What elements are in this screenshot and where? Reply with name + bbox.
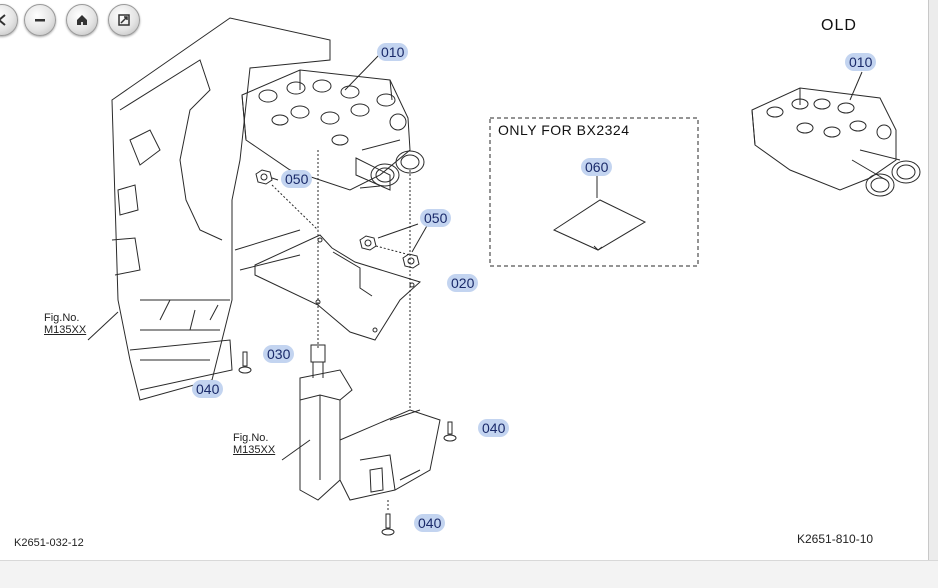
callout-040-c[interactable]: 040: [414, 514, 446, 532]
drawing-code-left: K2651-032-12: [14, 537, 84, 549]
only-for-label: ONLY FOR BX2324: [498, 122, 630, 138]
old-label: OLD: [821, 17, 857, 34]
fig-ref-1-line1: Fig.No.: [44, 312, 80, 324]
window-bottom-bar: [0, 560, 938, 588]
callout-010-main[interactable]: 010: [377, 43, 409, 61]
home-button[interactable]: [66, 4, 98, 36]
arrow-left-icon: [0, 14, 6, 26]
fit-screen-icon: [118, 14, 130, 26]
minus-icon: [35, 19, 45, 22]
callout-050-a[interactable]: 050: [281, 170, 313, 188]
callout-060[interactable]: 060: [581, 158, 613, 176]
fig-ref-1-line2: M135XX: [44, 324, 87, 336]
zoom-out-button[interactable]: [24, 4, 56, 36]
drawing-code-right: K2651-810-10: [797, 532, 874, 546]
callout-010-old[interactable]: 010: [845, 53, 877, 71]
callout-050-b[interactable]: 050: [420, 209, 452, 227]
fig-ref-2-line1: Fig.No.: [233, 432, 269, 444]
fit-screen-button[interactable]: [108, 4, 140, 36]
callout-040-a[interactable]: 040: [192, 380, 224, 398]
fig-ref-2-line2: M135XX: [233, 444, 276, 456]
callout-030[interactable]: 030: [263, 345, 295, 363]
fig-ref-1: Fig.No. M135XX: [44, 312, 86, 336]
fig-ref-2: Fig.No. M135XX: [233, 432, 275, 456]
callout-040-b[interactable]: 040: [478, 419, 510, 437]
window-right-border: [928, 0, 938, 588]
home-icon: [77, 15, 87, 25]
callout-020[interactable]: 020: [447, 274, 479, 292]
